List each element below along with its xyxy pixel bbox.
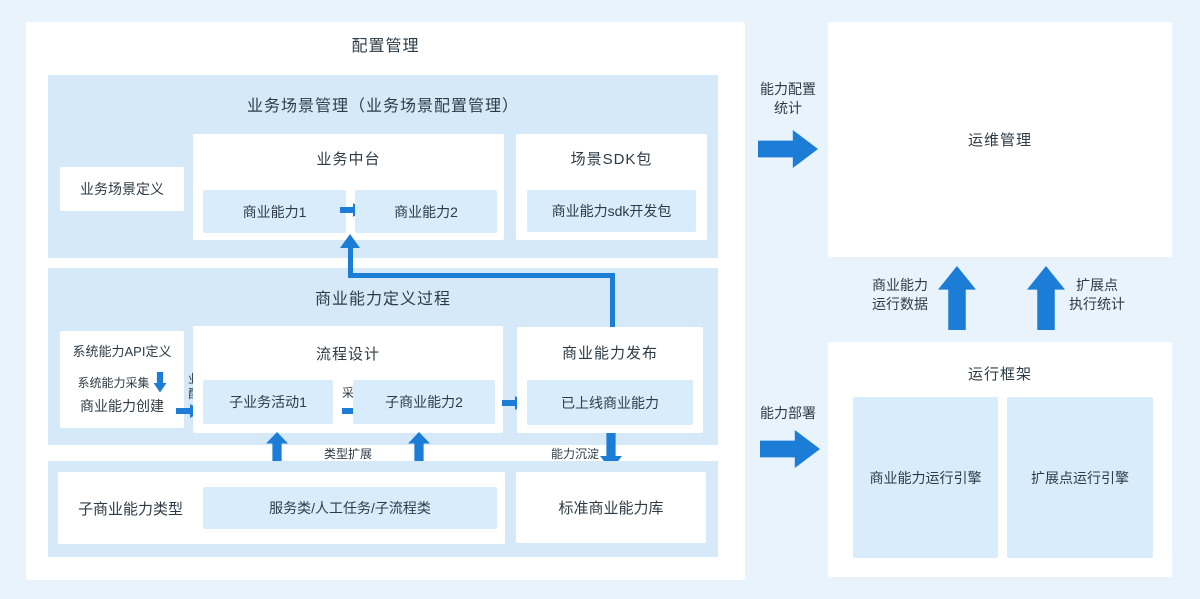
label-system-api-definition: 系统能力API定义 [72,344,172,359]
box-scene-definition-label: 业务场景定义 [80,181,164,197]
tile-type-list-label: 服务类/人工任务/子流程类 [269,500,431,516]
tile-business-capability-1-label: 商业能力1 [242,203,307,220]
connector-publish-to-platform-horizontal [348,273,615,278]
label-system-capability-collect: 系统能力采集 [77,375,150,390]
box-ops-management: 运维管理 [828,22,1172,257]
box-business-middle-platform: 业务中台 商业能力1 商业能力2 [193,134,504,240]
panel-title: 配置管理 [351,38,420,55]
tile-sdk-dev-package: 商业能力sdk开发包 [527,190,696,232]
box-capability-publish: 商业能力发布 已上线商业能力 [517,327,703,433]
tile-capability-run-engine: 商业能力运行引擎 [853,397,998,558]
label-capability-config-stats-line2: 统计 [774,100,802,116]
label-capability-config-stats: 能力配置 统计 [750,80,826,118]
arrow-collect-down-icon [153,371,167,393]
connector-publish-to-platform-vertical-right [610,273,615,327]
box-standard-capability-library-label: 标准商业能力库 [558,500,664,517]
box-standard-capability-library: 标准商业能力库 [516,472,706,543]
section-capability-definition-title: 商业能力定义过程 [314,291,451,308]
tile-sub-activity-1: 子业务活动1 [203,380,333,424]
label-extension-exec-stats-line1: 扩展点 [1076,277,1118,293]
row-system-capability-collect: 系统能力采集 [60,371,184,393]
box-capability-publish-title: 商业能力发布 [561,345,658,362]
label-capability-sink: 能力沉淀 [550,447,599,461]
section-capability-definition: 商业能力定义过程 系统能力API定义 系统能力采集 商业能力创建 业务 配置 流… [48,268,718,445]
tile-capability-run-engine-label: 商业能力运行引擎 [869,469,982,486]
tile-online-capability-label: 已上线商业能力 [561,394,659,411]
box-sub-capability-types: 子商业能力类型 服务类/人工任务/子流程类 [58,472,505,544]
box-ops-management-label: 运维管理 [967,132,1032,149]
box-process-design: 流程设计 子业务活动1 采集 子商业能力2 [193,326,503,433]
arrow-run-data-up-icon [938,266,976,330]
tile-business-capability-1: 商业能力1 [203,190,346,233]
label-extension-exec-stats: 扩展点 执行统计 [1058,276,1136,314]
section-business-scene: 业务场景管理（业务场景配置管理） 业务场景定义 业务中台 商业能力1 商业能力2… [48,75,718,258]
tile-business-capability-2-label: 商业能力2 [394,203,458,220]
tile-sub-capability-2-label: 子商业能力2 [385,394,463,410]
label-type-extend: 类型扩展 [323,447,372,461]
arrow-capability-config-stats-icon [758,130,818,168]
label-extension-exec-stats-line2: 执行统计 [1069,296,1125,312]
section-sub-capability-types: 子商业能力类型 服务类/人工任务/子流程类 标准商业能力库 [48,461,718,557]
tile-type-list: 服务类/人工任务/子流程类 [203,487,497,529]
arrow-capability-deploy-icon [760,430,820,468]
box-process-design-title: 流程设计 [315,346,380,363]
tile-sdk-dev-package-label: 商业能力sdk开发包 [551,203,672,219]
box-business-middle-platform-title: 业务中台 [316,151,381,168]
label-capability-run-data-line2: 运行数据 [872,296,928,312]
label-capability-run-data: 商业能力 运行数据 [861,276,939,314]
tile-extension-run-engine-label: 扩展点运行引擎 [1031,469,1129,486]
box-scene-definition: 业务场景定义 [60,167,184,211]
box-runtime-framework: 运行框架 商业能力运行引擎 扩展点运行引擎 [828,342,1172,577]
label-capability-run-data-line1: 商业能力 [872,277,928,293]
section-business-scene-title: 业务场景管理（业务场景配置管理） [246,98,519,115]
tile-extension-run-engine: 扩展点运行引擎 [1007,397,1153,558]
box-sub-capability-types-title: 子商业能力类型 [77,500,183,518]
label-capability-config-stats-line1: 能力配置 [760,81,816,97]
tile-sub-activity-1-label: 子业务活动1 [229,394,307,410]
label-capability-deploy: 能力部署 [760,405,816,421]
tile-business-capability-2: 商业能力2 [355,190,497,233]
label-capability-create: 商业能力创建 [80,398,164,414]
box-scene-sdk-package: 场景SDK包 商业能力sdk开发包 [516,134,707,240]
box-capability-create: 系统能力API定义 系统能力采集 商业能力创建 [60,331,184,428]
config-management-panel: 配置管理 业务场景管理（业务场景配置管理） 业务场景定义 业务中台 商业能力1 … [26,22,745,580]
connector-publish-to-platform-vertical-left [348,247,353,278]
tile-online-capability: 已上线商业能力 [527,380,693,425]
box-scene-sdk-package-title: 场景SDK包 [570,151,653,168]
tile-sub-capability-2: 子商业能力2 [353,380,495,424]
box-runtime-framework-title: 运行框架 [967,366,1032,383]
